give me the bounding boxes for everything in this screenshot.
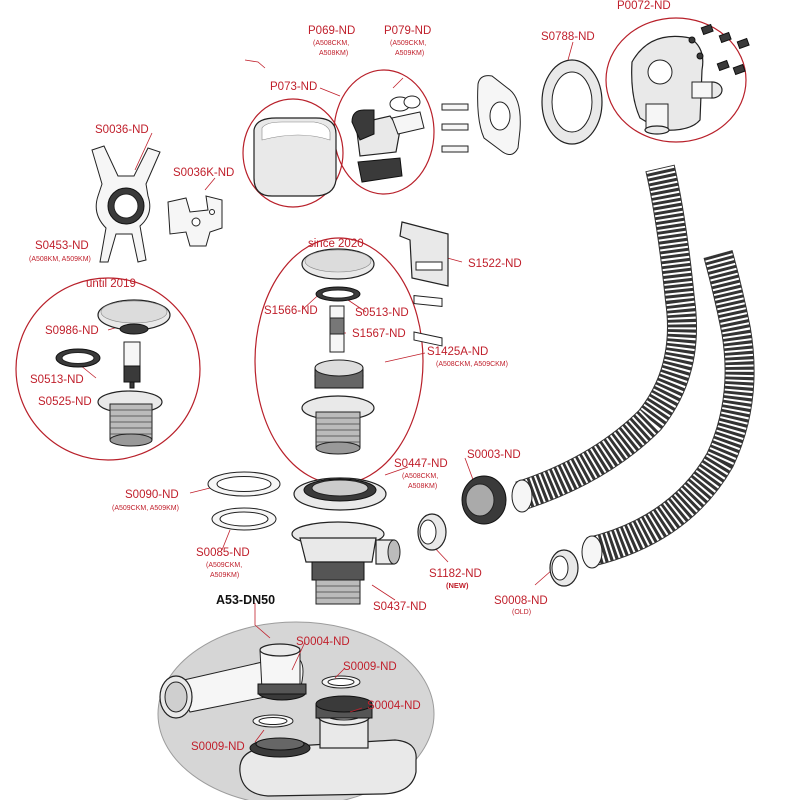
note-s1182: (NEW) [446, 581, 469, 590]
note-s0008: (OLD) [512, 609, 531, 616]
label-s0090: S0090-ND [125, 489, 179, 501]
label-s0525: S0525-ND [38, 396, 92, 408]
seal-s0788 [541, 59, 603, 145]
note-s0453: (A508KM, A509KM) [29, 256, 91, 263]
label-s0004-bottom: S0004-ND [367, 700, 421, 712]
label-s0437: S0437-ND [373, 601, 427, 613]
label-s0003: S0003-ND [467, 449, 521, 461]
label-s0036: S0036-ND [95, 124, 149, 136]
label-s0986: S0986-ND [45, 325, 99, 337]
parts-since-2020 [301, 248, 375, 455]
note-p069-1: (A508CKM, [313, 40, 349, 47]
label-s0788: S0788-ND [541, 31, 595, 43]
trap-body-s0437 [291, 521, 401, 605]
washer-s0085 [211, 507, 277, 531]
overflow-cap-p073 [253, 117, 337, 197]
overflow-elbow-p079 [351, 95, 425, 183]
caption-since-2020: since 2020 [308, 238, 364, 250]
note-s0090: (A509CKM, A509KM) [112, 505, 179, 512]
label-s1522: S1522-ND [468, 258, 522, 270]
label-s0009-right: S0009-ND [343, 661, 397, 673]
label-p073: P073-ND [270, 81, 317, 93]
group-outline-s0453 [15, 277, 201, 461]
overflow-plate [441, 75, 521, 155]
trap-assembly-oval [157, 621, 435, 800]
frame-s1522 [399, 221, 449, 347]
note-p079-1: (A509CKM, [390, 40, 426, 47]
note-s0447-2: A508KM) [408, 483, 437, 490]
bracket-s0036k [167, 195, 223, 247]
ring-s1182 [417, 513, 447, 551]
label-s1182: S1182-ND [429, 568, 482, 580]
label-s0009-left: S0009-ND [191, 741, 245, 753]
bracket-s0036 [91, 145, 161, 263]
label-s1566: S1566-ND [264, 305, 318, 317]
label-s1567: S1567-ND [352, 328, 406, 340]
label-s0513-center: S0513-ND [355, 307, 409, 319]
label-p069: P069-ND [308, 25, 355, 37]
label-s0453: S0453-ND [35, 240, 89, 252]
label-s0008: S0008-ND [494, 595, 548, 607]
group-outline-p0072 [605, 17, 747, 143]
label-p0072: P0072-ND [617, 0, 671, 12]
nut-s0003 [461, 475, 507, 525]
seal-s0447 [293, 477, 387, 511]
washer-s0090 [207, 471, 281, 497]
parts-until-2019 [55, 299, 171, 447]
note-s0085-2: A509KM) [210, 572, 239, 579]
caption-until-2019: until 2019 [86, 278, 136, 290]
model-name: A53-DN50 [216, 593, 275, 607]
label-s0513-left: S0513-ND [30, 374, 84, 386]
flexible-hose-lower [581, 249, 755, 569]
note-s1425a: (A508CKM, A509CKM) [436, 361, 508, 368]
note-p069-2: A508KM) [319, 50, 348, 57]
label-p079: P079-ND [384, 25, 431, 37]
label-s0447: S0447-ND [394, 458, 448, 470]
flexible-hose-upper [511, 164, 697, 513]
label-s0036k: S0036K-ND [173, 167, 234, 179]
overflow-body-p0072 [631, 23, 750, 135]
group-outline-p073 [242, 98, 344, 208]
label-s1425a: S1425A-ND [427, 346, 488, 358]
label-s0085: S0085-ND [196, 547, 250, 559]
note-s0447-1: (A508CKM, [402, 473, 438, 480]
note-p079-2: A509KM) [395, 50, 424, 57]
ring-s0008 [549, 549, 579, 587]
label-s0004-top: S0004-ND [296, 636, 350, 648]
note-s0085-1: (A509CKM, [206, 562, 242, 569]
